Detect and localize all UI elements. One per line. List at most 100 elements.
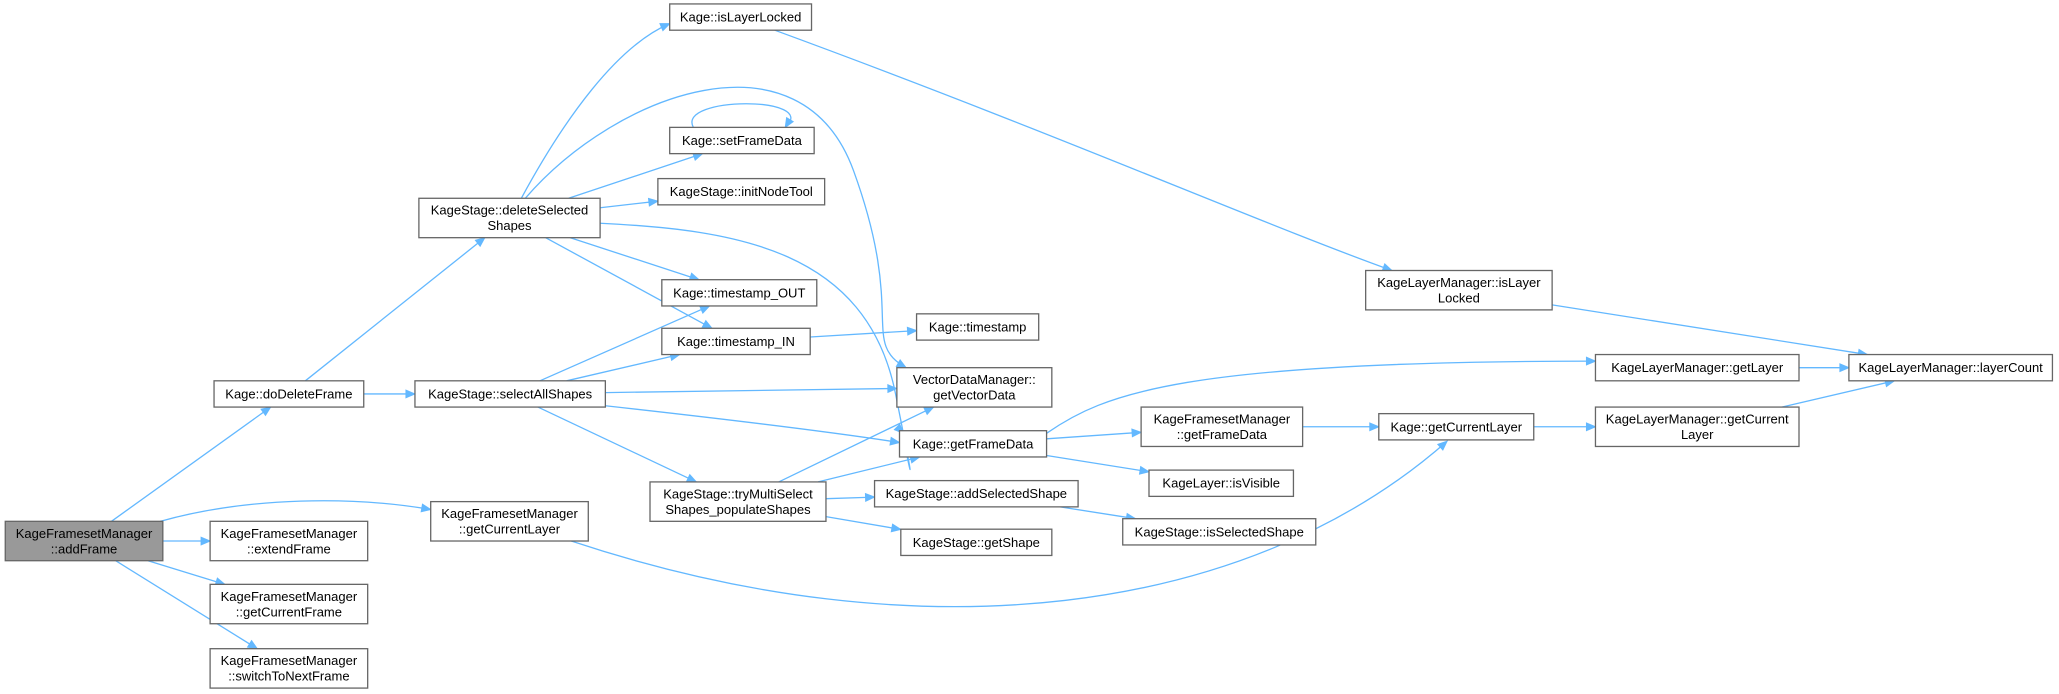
node-label-line: Shapes bbox=[487, 218, 532, 233]
node-box bbox=[1594, 406, 1800, 448]
node-lmGetLayer[interactable]: KageLayerManager::getLayer bbox=[1594, 353, 1800, 382]
edge-line bbox=[1781, 380, 1895, 408]
node-label-line: ::extendFrame bbox=[247, 541, 331, 556]
node-label-line: Kage::doDeleteFrame bbox=[225, 386, 352, 401]
edge-arrowhead bbox=[784, 116, 795, 129]
edge-line bbox=[111, 406, 271, 522]
node-label-line: KageFramesetManager bbox=[441, 506, 578, 521]
node-label-line: KageStage::selectAllShapes bbox=[428, 386, 593, 401]
node-lmGetCurrentLayer[interactable]: KageLayerManager::getCurrentLayer bbox=[1594, 406, 1800, 448]
node-box bbox=[669, 126, 815, 155]
node-addSelectedShape[interactable]: KageStage::addSelectedShape bbox=[873, 479, 1079, 508]
node-initNodeTool[interactable]: KageStage::initNodeTool bbox=[657, 177, 826, 206]
node-lmIsLayerLocked[interactable]: KageLayerManager::isLayerLocked bbox=[1365, 269, 1553, 311]
node-fsGetFrameData[interactable]: KageFramesetManager::getFrameData bbox=[1140, 406, 1304, 448]
edge-line bbox=[691, 103, 792, 128]
edge-arrowhead bbox=[659, 23, 671, 32]
edge-tryMultiSelect-to-getFrameData bbox=[817, 454, 921, 483]
edge-arrowhead bbox=[1369, 422, 1381, 432]
node-kageGetCurrentLayer[interactable]: Kage::getCurrentLayer bbox=[1378, 412, 1535, 441]
node-getShape[interactable]: KageStage::getShape bbox=[900, 528, 1053, 557]
node-label-line: ::getCurrentLayer bbox=[459, 522, 561, 537]
edge-addFrame-to-switchToNextFrame bbox=[115, 560, 259, 650]
node-isSelectedShape[interactable]: KageStage::isSelectedShape bbox=[1122, 518, 1317, 546]
edge-arrowhead bbox=[864, 492, 876, 502]
node-label-line: ::getCurrentFrame bbox=[236, 604, 342, 619]
node-label-line: ::addFrame bbox=[51, 541, 117, 556]
node-label-line: KageLayerManager::getLayer bbox=[1611, 360, 1784, 375]
node-getCurrentFrame[interactable]: KageFramesetManager::getCurrentFrame bbox=[209, 583, 369, 625]
edge-fsGetFrameData-to-kageGetCurrentLayer bbox=[1302, 422, 1381, 432]
node-label-line: KageFramesetManager bbox=[221, 589, 358, 604]
node-extendFrame[interactable]: KageFramesetManager::extendFrame bbox=[209, 520, 369, 562]
node-layerCount[interactable]: KageLayerManager::layerCount bbox=[1848, 353, 2054, 382]
node-isVisible[interactable]: KageLayer::isVisible bbox=[1148, 469, 1295, 498]
node-box bbox=[896, 367, 1053, 408]
node-box bbox=[418, 197, 601, 239]
edge-arrowhead bbox=[260, 406, 272, 417]
edge-arrowhead bbox=[923, 406, 935, 416]
node-box bbox=[898, 430, 1048, 458]
node-setFrameData[interactable]: Kage::setFrameData bbox=[669, 126, 815, 155]
node-box bbox=[209, 583, 369, 625]
edge-selectAllShapes-to-tryMultiSelect bbox=[537, 406, 698, 483]
edge-lmGetCurrentLayer-to-layerCount bbox=[1781, 378, 1896, 408]
node-timestampOut[interactable]: Kage::timestamp_OUT bbox=[661, 279, 818, 307]
edge-arrowhead bbox=[474, 236, 486, 248]
node-isLayerLocked[interactable]: Kage::isLayerLocked bbox=[669, 3, 813, 31]
edge-line bbox=[160, 500, 431, 522]
edge-arrowhead bbox=[895, 359, 908, 369]
node-box bbox=[661, 327, 811, 356]
edge-arrowhead bbox=[1839, 363, 1851, 373]
node-label-line: Kage::timestamp_IN bbox=[677, 334, 795, 349]
node-label-line: KageLayerManager::getCurrent bbox=[1606, 412, 1789, 427]
node-label-line: Kage::timestamp bbox=[929, 319, 1027, 334]
node-label-line: Locked bbox=[1438, 290, 1480, 305]
node-addFrame[interactable]: KageFramesetManager::addFrame bbox=[4, 520, 164, 562]
node-switchToNextFrame[interactable]: KageFramesetManager::switchToNextFrame bbox=[209, 648, 369, 689]
node-doDeleteFrame[interactable]: Kage::doDeleteFrame bbox=[213, 380, 365, 408]
edge-line bbox=[545, 237, 713, 329]
node-box bbox=[657, 177, 826, 206]
node-label-line: Shapes_populateShapes bbox=[665, 502, 811, 517]
edge-line bbox=[539, 305, 710, 382]
edge-arrowhead bbox=[1131, 428, 1143, 438]
node-label-line: Kage::setFrameData bbox=[682, 133, 803, 148]
node-box bbox=[1594, 353, 1800, 382]
edge-isLayerLocked-to-lmIsLayerLocked bbox=[774, 29, 1394, 272]
node-getVectorData[interactable]: VectorDataManager::getVectorData bbox=[896, 367, 1053, 408]
node-box bbox=[915, 313, 1040, 341]
node-box bbox=[209, 648, 369, 689]
node-label-line: Kage::getCurrentLayer bbox=[1391, 419, 1523, 434]
node-box bbox=[430, 500, 589, 542]
edge-tryMultiSelect-to-addSelectedShape bbox=[825, 492, 876, 502]
node-getFrameData[interactable]: Kage::getFrameData bbox=[898, 430, 1048, 458]
edge-arrowhead bbox=[701, 319, 714, 329]
node-tryMultiSelect[interactable]: KageStage::tryMultiSelectShapes_populate… bbox=[649, 481, 827, 522]
node-label-line: KageStage::addSelectedShape bbox=[886, 486, 1067, 501]
edge-fsGetCurrentLayer-to-kageGetCurrentLayer bbox=[571, 440, 1449, 608]
node-fsGetCurrentLayer[interactable]: KageFramesetManager::getCurrentLayer bbox=[430, 500, 589, 542]
node-selectAllShapes[interactable]: KageStage::selectAllShapes bbox=[414, 380, 607, 408]
edge-arrowhead bbox=[685, 473, 698, 483]
edge-line bbox=[1046, 360, 1596, 434]
edge-line bbox=[1046, 431, 1142, 440]
edge-lmIsLayerLocked-to-layerCount bbox=[1552, 304, 1869, 358]
edge-timestampIn-to-timestamp bbox=[810, 326, 918, 338]
node-box bbox=[1122, 518, 1317, 546]
node-label-line: KageLayerManager::layerCount bbox=[1859, 360, 2044, 375]
call-edges bbox=[111, 23, 1896, 650]
node-timestampIn[interactable]: Kage::timestamp_IN bbox=[661, 327, 811, 356]
node-box bbox=[1848, 353, 2054, 382]
edge-addFrame-to-extendFrame bbox=[162, 536, 212, 546]
edge-arrowhead bbox=[906, 326, 918, 336]
node-box bbox=[1140, 406, 1304, 448]
node-label-line: KageFramesetManager bbox=[1154, 412, 1291, 427]
node-timestamp[interactable]: Kage::timestamp bbox=[915, 313, 1040, 341]
node-label-line: KageStage::tryMultiSelect bbox=[663, 486, 813, 501]
edge-getFrameData-to-fsGetFrameData bbox=[1046, 428, 1143, 440]
node-label-line: VectorDataManager:: bbox=[913, 372, 1036, 387]
node-label-line: getVectorData bbox=[933, 388, 1016, 403]
